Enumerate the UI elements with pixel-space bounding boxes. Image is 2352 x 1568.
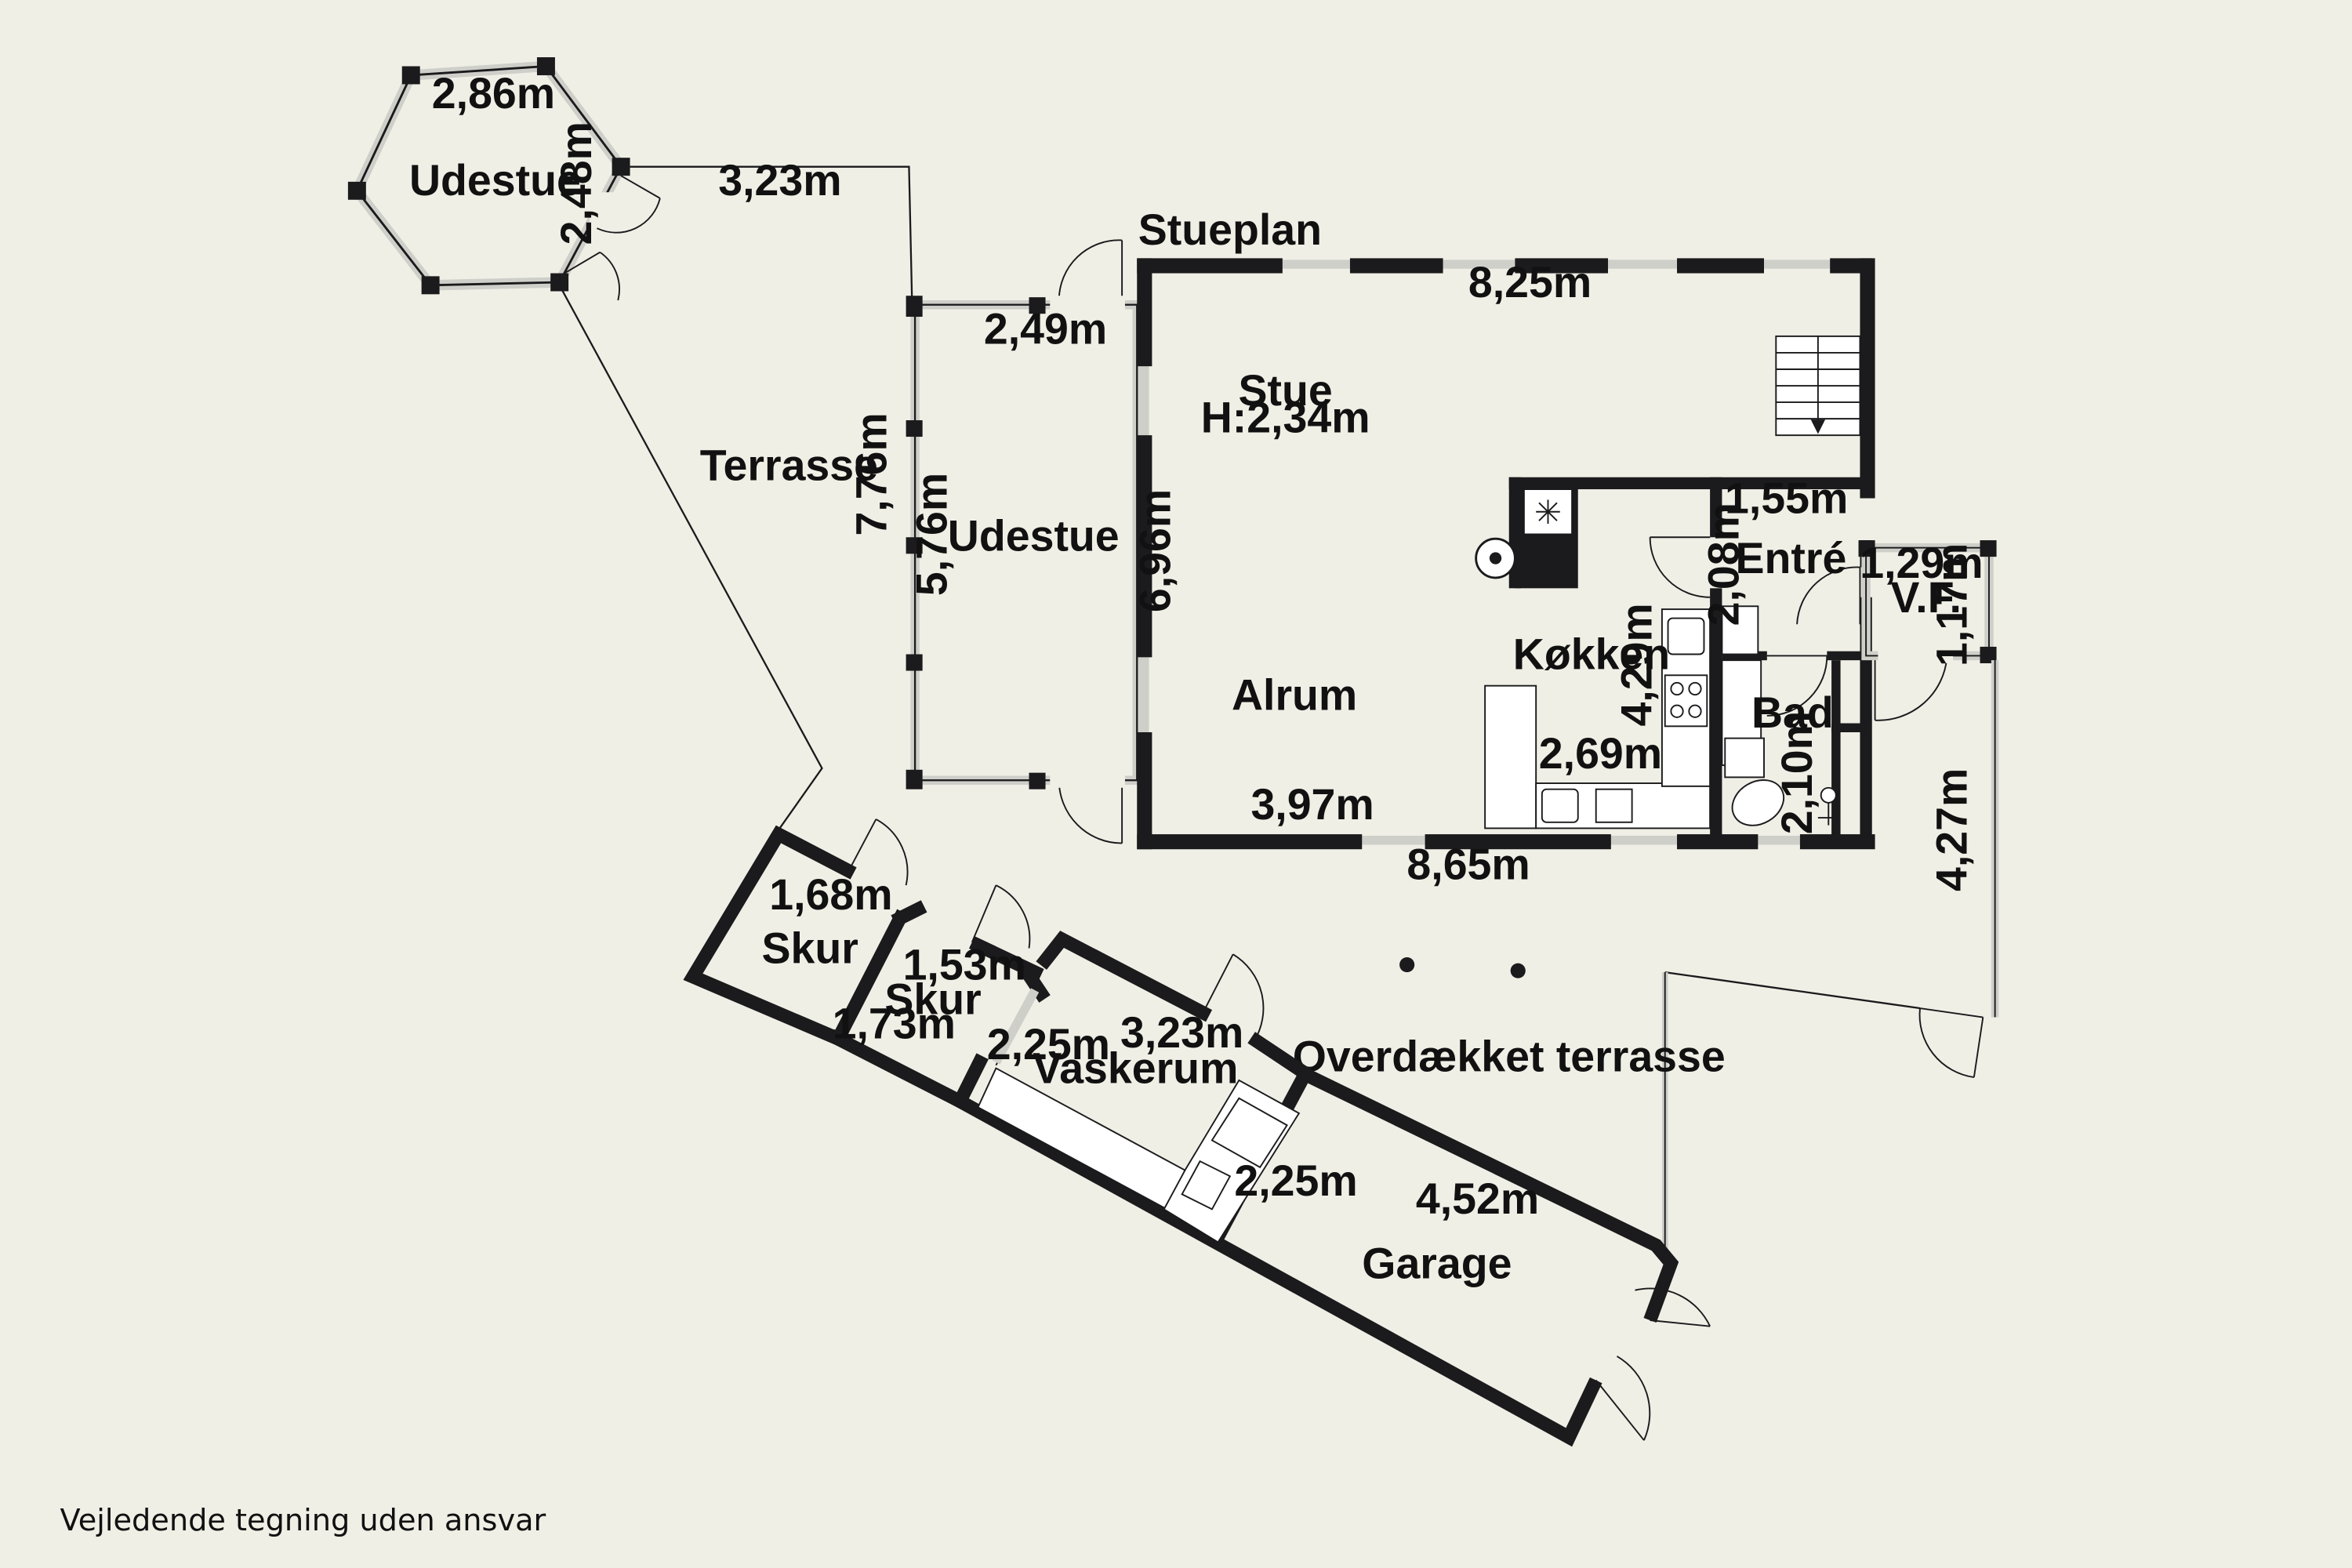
dim-kitchen-width: 2,69m [1539,729,1662,778]
sink-icon [1541,617,1705,823]
dim-bath-depth: 2,10m [1773,711,1821,834]
dim-vf-depth: 1,17m [1927,543,1976,666]
dim-entre-width: 1,55m [1725,474,1848,523]
room-stue-height: H:2,34m [1201,393,1370,441]
dim-udestue-width: 2,49m [984,304,1107,353]
plan-title: Stueplan [1138,205,1322,254]
room-vf: V.F. [1890,573,1961,622]
stairs-icon [1775,335,1861,437]
washing-machine-icon [1181,1097,1288,1210]
dim-terrace-top: 3,23m [718,156,841,205]
dim-house-width-bottom: 8,65m [1406,840,1530,888]
post-icon [1399,956,1415,973]
room-bad: Bad [1751,688,1834,737]
room-stue: Stue [1239,366,1333,415]
door-swing-icon [559,175,661,301]
dim-terrace-side: 7,76m [848,412,896,535]
door-swing-icon [1649,536,1948,721]
dim-skur1-width: 1,68m [769,870,892,919]
dim-house-depth: 6,96m [1131,489,1179,612]
door-swing-icon [1058,239,1123,844]
vf-room: 1,29m V.F. 1,17m [1858,539,1997,666]
dim-covered-side: 4,27m [1927,768,1976,891]
dim-skur2-width: 1,53m [903,941,1026,989]
dim-skur2-depth: 1,73m [833,999,956,1047]
dim-house-width-top: 8,25m [1468,258,1592,307]
room-skur2: Skur [884,975,981,1024]
fireplace-icon [1475,537,1516,579]
stove-icon [1664,674,1708,728]
dim-garage-length: 4,52m [1416,1174,1539,1223]
stove-icon [1523,488,1573,535]
room-entre: Entré [1736,534,1847,583]
hexagon-sunroom: 2,86m Udestue 2,48m [347,57,661,301]
dim-hex-height: 2,48m [552,122,601,245]
dim-vaskerum-length: 3,23m [1120,1008,1243,1057]
room-udestue: Udestue [948,511,1120,560]
dim-entre-depth: 2,08m [1699,503,1748,626]
post-icon [1510,963,1526,978]
room-terrasse: Terrasse [700,441,878,490]
outbuildings: 1,68m Skur 1,53m Skur 1,73m 2,25m 3,23m … [683,818,1711,1447]
hexagon-corner-posts [347,57,630,295]
room-skur1: Skur [761,924,858,973]
toilet-icon [1724,737,1839,826]
room-garage: Garage [1362,1239,1512,1287]
room-alrum: Alrum [1232,670,1357,719]
door-swing-icon [1918,1007,1984,1078]
disclaimer-footer: Vejledende tegning uden ansvar [60,1503,546,1538]
dim-hex-side: 2,86m [432,69,555,118]
dim-vf-width: 1,29m [1860,539,1983,587]
dim-garage-width: 2,25m [1234,1156,1357,1205]
main-house: Stueplan 8,25m Stue H:2,34m 6,96m Alrum … [1131,205,1948,888]
room-kokken: Køkken [1513,630,1670,679]
covered-terrace: Overdækket terrasse 4,27m [1293,660,1999,1261]
dim-house-width-bottom-inner: 3,97m [1250,780,1374,829]
door-swing-icon [1595,1287,1711,1441]
dim-kitchen-depth: 4,29m [1613,603,1661,726]
rectangular-sunroom: 2,49m Udestue 5,76m [906,239,1142,844]
room-udestue-hex: Udestue [409,156,581,205]
room-vaskerum: Vaskerum [1033,1044,1238,1093]
dim-vaskerum-width: 2,25m [987,1020,1110,1069]
room-overdaekket: Overdækket terrasse [1293,1032,1726,1080]
dim-udestue-depth: 5,76m [907,473,956,596]
